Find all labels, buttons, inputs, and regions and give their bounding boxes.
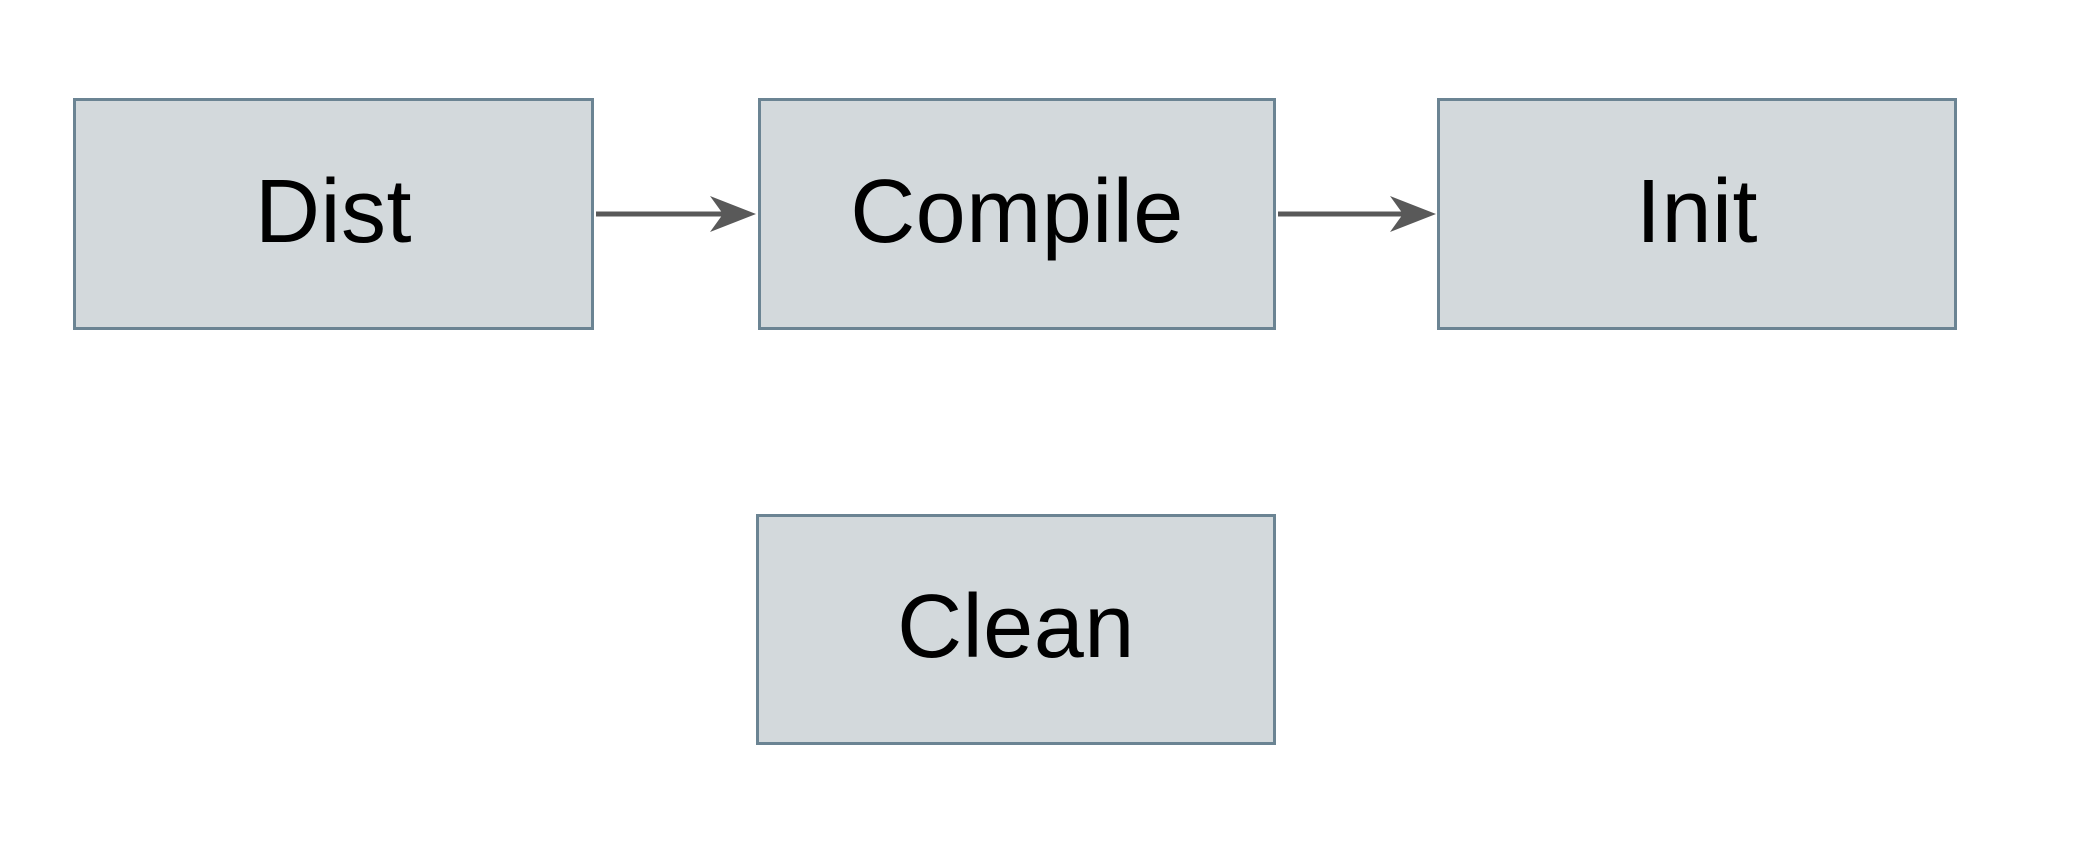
node-clean-label: Clean	[897, 577, 1135, 677]
node-compile-label: Compile	[850, 161, 1184, 262]
node-clean[interactable]: Clean	[756, 514, 1276, 745]
node-dist-label: Dist	[255, 161, 412, 262]
arrow-compile-to-init[interactable]	[1278, 196, 1436, 232]
node-compile[interactable]: Compile	[758, 98, 1276, 330]
arrowhead-right-icon	[710, 196, 756, 232]
node-init-label: Init	[1635, 161, 1759, 262]
node-init[interactable]: Init	[1437, 98, 1957, 330]
arrow-dist-to-compile[interactable]	[596, 196, 756, 232]
node-dist[interactable]: Dist	[73, 98, 594, 330]
arrowhead-right-icon	[1390, 196, 1436, 232]
